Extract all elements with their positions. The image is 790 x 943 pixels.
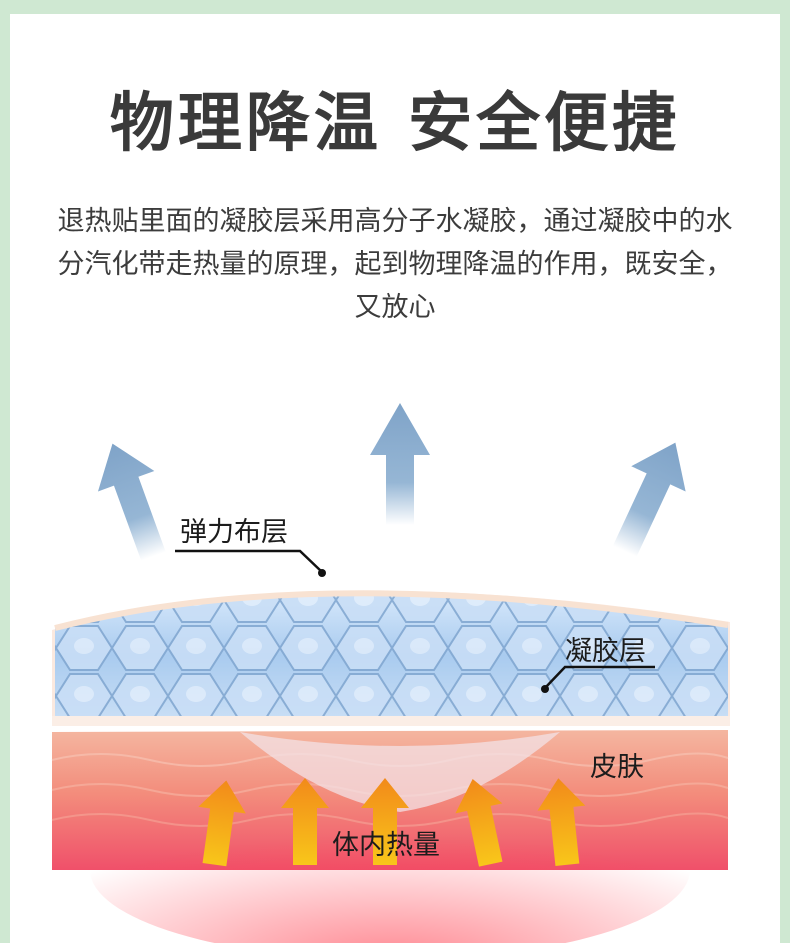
gel-patch	[52, 590, 730, 726]
vapor-arrow-center	[370, 403, 430, 525]
fabric-layer-label: 弹力布层	[180, 517, 288, 548]
vapor-arrow-left	[97, 443, 166, 561]
description-text: 退热贴里面的凝胶层采用高分子水凝胶，通过凝胶中的水分汽化带走热量的原理，起到物理…	[57, 206, 733, 323]
body-heat-label: 体内热量	[332, 830, 440, 861]
page-title: 物理降温 安全便捷	[109, 87, 681, 161]
skin-label: 皮肤	[590, 752, 644, 783]
heat-arrow-5	[537, 778, 586, 867]
gel-layer-label: 凝胶层	[565, 636, 646, 667]
heat-arrow-1	[198, 780, 246, 867]
gel-leader-line	[541, 665, 655, 693]
heat-arrow-3	[361, 778, 409, 865]
vapor-arrow-right	[612, 442, 686, 557]
heat-arrow-4	[455, 778, 503, 867]
fabric-leader-line	[175, 549, 326, 577]
heat-arrow-2	[281, 778, 329, 865]
